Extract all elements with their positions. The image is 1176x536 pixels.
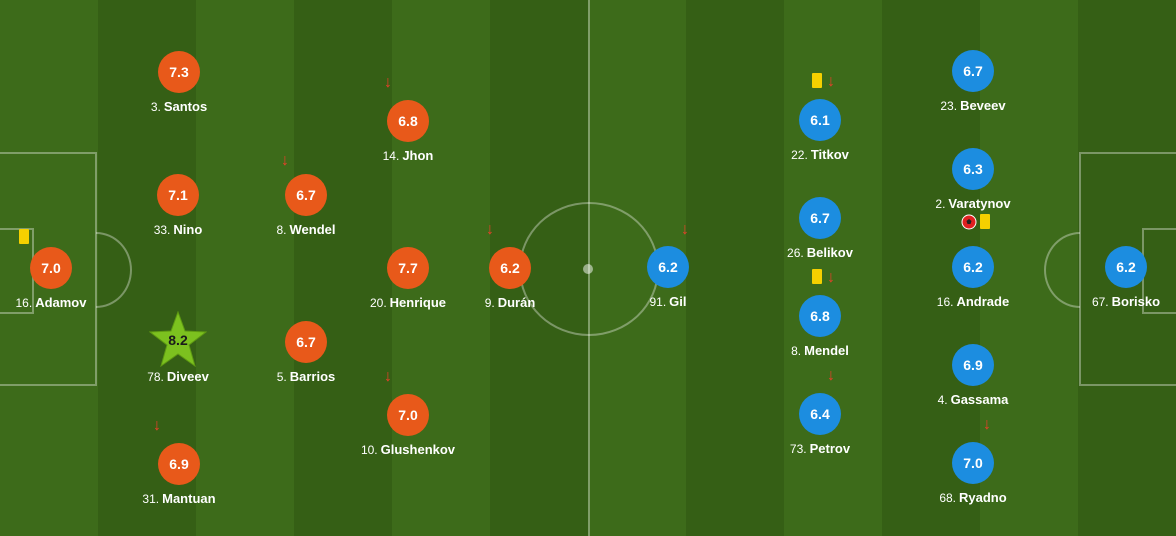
player-name: 31.Mantuan xyxy=(142,491,216,506)
player-name: 23.Beveev xyxy=(940,98,1006,113)
player-duran[interactable]: ↓ 6.2 9.Durán xyxy=(450,222,570,311)
player-name: 9.Durán xyxy=(484,295,536,310)
player-rating: 6.9 xyxy=(952,344,994,386)
centre-spot xyxy=(583,264,593,274)
player-name: 4.Gassama xyxy=(937,392,1009,407)
player-henrique[interactable]: 7.7 20.Henrique xyxy=(348,247,468,310)
player-titkov[interactable]: ↓ 6.1 22.Titkov xyxy=(760,73,880,162)
substitution-arrow-icon: ↓ xyxy=(153,417,161,434)
player-rating: 6.1 xyxy=(799,99,841,141)
player-name: 5.Barrios xyxy=(276,369,336,384)
player-name: 20.Henrique xyxy=(369,295,447,310)
player-glushenkov[interactable]: ↓ 7.0 10.Glushenkov xyxy=(348,369,468,458)
player-borisko[interactable]: 6.2 67.Borisko xyxy=(1066,246,1176,309)
player-petrov[interactable]: ↓ 6.4 73.Petrov xyxy=(760,368,880,457)
player-rating: 6.2 xyxy=(1105,246,1147,288)
player-rating: 6.8 xyxy=(799,295,841,337)
player-rating: 6.8 xyxy=(387,100,429,142)
player-name: 3.Santos xyxy=(150,99,208,114)
player-name: 78.Diveev xyxy=(147,369,209,384)
substitution-arrow-icon: ↓ xyxy=(384,368,392,385)
player-name: 14.Jhon xyxy=(382,148,434,163)
player-wendel[interactable]: ↓ 6.7 8.Wendel xyxy=(246,153,366,238)
player-gassama[interactable]: 6.9 4.Gassama xyxy=(913,344,1033,407)
player-rating: 6.7 xyxy=(285,174,327,216)
player-beveev[interactable]: 6.7 23.Beveev xyxy=(913,50,1033,113)
player-mantuan[interactable]: ↓ 6.9 31.Mantuan xyxy=(119,418,239,507)
substitution-arrow-icon: ↓ xyxy=(681,221,689,238)
player-name: 73.Petrov xyxy=(789,441,851,456)
player-rating: 6.9 xyxy=(158,443,200,485)
substitution-arrow-icon: ↓ xyxy=(827,367,835,384)
football-icon xyxy=(961,214,977,230)
player-rating: 6.3 xyxy=(952,148,994,190)
player-name: 33.Nino xyxy=(153,222,203,237)
player-nino[interactable]: 7.1 33.Nino xyxy=(118,174,238,237)
yellow-card-icon xyxy=(812,269,822,284)
player-name: 16.Andrade xyxy=(936,294,1010,309)
player-rating: 7.0 xyxy=(952,442,994,484)
player-name: 16.Adamov xyxy=(15,295,87,310)
player-name: 10.Glushenkov xyxy=(360,442,456,457)
player-belikov[interactable]: 6.7 26.Belikov xyxy=(760,197,880,260)
substitution-arrow-icon: ↓ xyxy=(983,416,991,433)
player-name: 26.Belikov xyxy=(787,245,853,260)
player-ryadno[interactable]: ↓ 7.0 68.Ryadno xyxy=(913,417,1033,506)
yellow-card-icon xyxy=(980,214,990,229)
player-adamov[interactable]: 7.0 16.Adamov xyxy=(0,229,111,310)
player-rating: 7.1 xyxy=(157,174,199,216)
substitution-arrow-icon: ↓ xyxy=(384,74,392,91)
player-rating: 6.7 xyxy=(952,50,994,92)
player-rating: 6.7 xyxy=(285,321,327,363)
player-rating: 8.2 xyxy=(168,332,188,348)
player-santos[interactable]: 7.3 3.Santos xyxy=(119,51,239,114)
player-mendel[interactable]: ↓ 6.8 8.Mendel xyxy=(760,269,880,358)
substitution-arrow-icon: ↓ xyxy=(486,221,494,238)
substitution-arrow-icon: ↓ xyxy=(827,269,835,286)
player-rating: 6.7 xyxy=(799,197,841,239)
substitution-arrow-icon: ↓ xyxy=(281,152,289,169)
player-jhon[interactable]: ↓ 6.8 14.Jhon xyxy=(348,75,468,164)
yellow-card-icon xyxy=(19,229,29,244)
player-varatynov[interactable]: 6.3 2.Varatynov xyxy=(913,148,1033,211)
player-rating: 7.0 xyxy=(387,394,429,436)
player-rating: 7.7 xyxy=(387,247,429,289)
player-diveev[interactable]: 8.2 78.Diveev xyxy=(118,311,238,384)
player-andrade[interactable]: 6.2 16.Andrade xyxy=(913,214,1033,309)
player-name: 91.Gil xyxy=(649,294,687,309)
player-rating: 6.4 xyxy=(799,393,841,435)
substitution-arrow-icon: ↓ xyxy=(827,73,835,90)
player-gil[interactable]: ↓ 6.2 91.Gil xyxy=(608,222,728,309)
motm-star-icon: 8.2 xyxy=(149,311,207,367)
player-name: 67.Borisko xyxy=(1091,294,1161,309)
yellow-card-icon xyxy=(812,73,822,88)
player-barrios[interactable]: 6.7 5.Barrios xyxy=(246,321,366,384)
player-name: 22.Titkov xyxy=(791,147,849,162)
player-rating: 6.2 xyxy=(647,246,689,288)
right-penalty-area xyxy=(1079,152,1176,386)
player-name: 8.Wendel xyxy=(276,222,336,237)
player-name: 68.Ryadno xyxy=(939,490,1007,505)
player-rating: 7.3 xyxy=(158,51,200,93)
player-rating: 6.2 xyxy=(489,247,531,289)
player-rating: 6.2 xyxy=(952,246,994,288)
player-name: 2.Varatynov xyxy=(935,196,1011,211)
player-rating: 7.0 xyxy=(30,247,72,289)
player-name: 8.Mendel xyxy=(791,343,849,358)
